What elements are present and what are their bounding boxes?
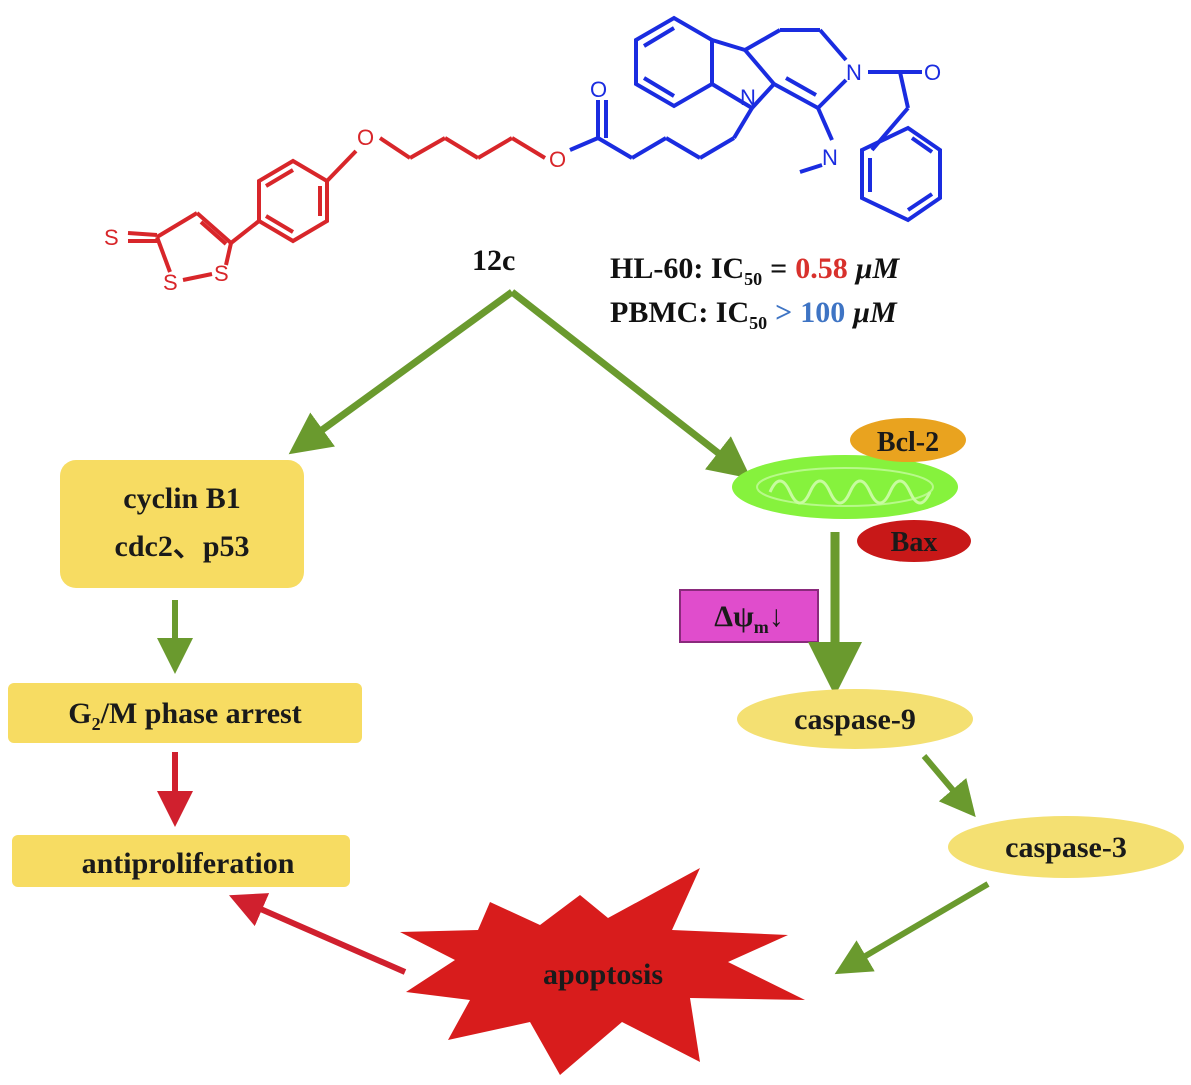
bcl2-ellipse [850, 418, 966, 462]
bax-label: Bax [891, 527, 938, 558]
ic50-hl60-sub: 50 [744, 269, 762, 289]
ic50-pbmc-value: 100 [800, 296, 845, 329]
arrest-label: G2/M phase arrest [68, 697, 301, 734]
cell-cycle-arrest-box [8, 683, 362, 743]
arrow-caspase3-to-apoptosis [834, 881, 990, 975]
protein-line-1: cyclin B1 [123, 482, 241, 515]
ic50-hl60-value: 0.58 [795, 252, 848, 285]
evodiamine-moiety [569, 15, 942, 223]
caspase9-ellipse [737, 689, 973, 749]
atom-ether-o: O [357, 125, 374, 150]
ic50-hl60-unit: μM [854, 252, 901, 285]
caspase3-label: caspase-3 [1005, 831, 1127, 864]
membrane-potential-box [679, 589, 819, 643]
atom-ring-s2: S [214, 261, 229, 286]
atom-ring-s1: S [163, 270, 178, 295]
bax-ellipse [857, 520, 971, 562]
membrane-potential-label: Δψm↓ [714, 600, 783, 637]
caspase9-label: caspase-9 [794, 703, 916, 736]
atom-amide-n: N [846, 60, 862, 85]
antiproliferation-box [12, 835, 350, 887]
atom-amide-o: O [924, 60, 941, 85]
compound-label: 12c [472, 244, 515, 277]
cell-cycle-protein-box [60, 460, 304, 588]
antiproliferation-label: antiproliferation [82, 847, 295, 880]
apoptosis-burst [400, 868, 805, 1075]
ic50-pbmc-unit: μM [851, 296, 898, 329]
compound-structure: S S S O O [104, 15, 942, 295]
mitochondrion [732, 455, 958, 519]
ic50-hl60-op: = [770, 252, 787, 285]
bcl2-label: Bcl-2 [877, 427, 939, 458]
ic50-pbmc-sub: 50 [749, 313, 767, 333]
atom-indole-n: N [740, 85, 756, 110]
protein-line-2: cdc2、p53 [115, 530, 250, 563]
arrow-apoptosis-to-antiproliferation [229, 893, 407, 975]
atom-ester-o: O [549, 147, 566, 172]
split-arrows [288, 289, 752, 479]
caspase3-ellipse [948, 816, 1184, 878]
arrow-to-right-path [509, 289, 752, 479]
ic50-hl60-cell: HL-60: IC [610, 252, 744, 285]
ic50-pbmc-cell: PBMC: IC [610, 296, 749, 329]
dithiolethione-moiety [127, 136, 547, 282]
apoptosis-label: apoptosis [543, 958, 663, 991]
atom-thione-s: S [104, 225, 119, 250]
atom-methyl-n: N [822, 145, 838, 170]
ic50-pbmc-op: > [775, 296, 792, 329]
arrow-to-left-path [288, 289, 515, 455]
atom-carbonyl-o: O [590, 77, 607, 102]
arrow-caspase9-to-caspase3 [921, 754, 976, 818]
